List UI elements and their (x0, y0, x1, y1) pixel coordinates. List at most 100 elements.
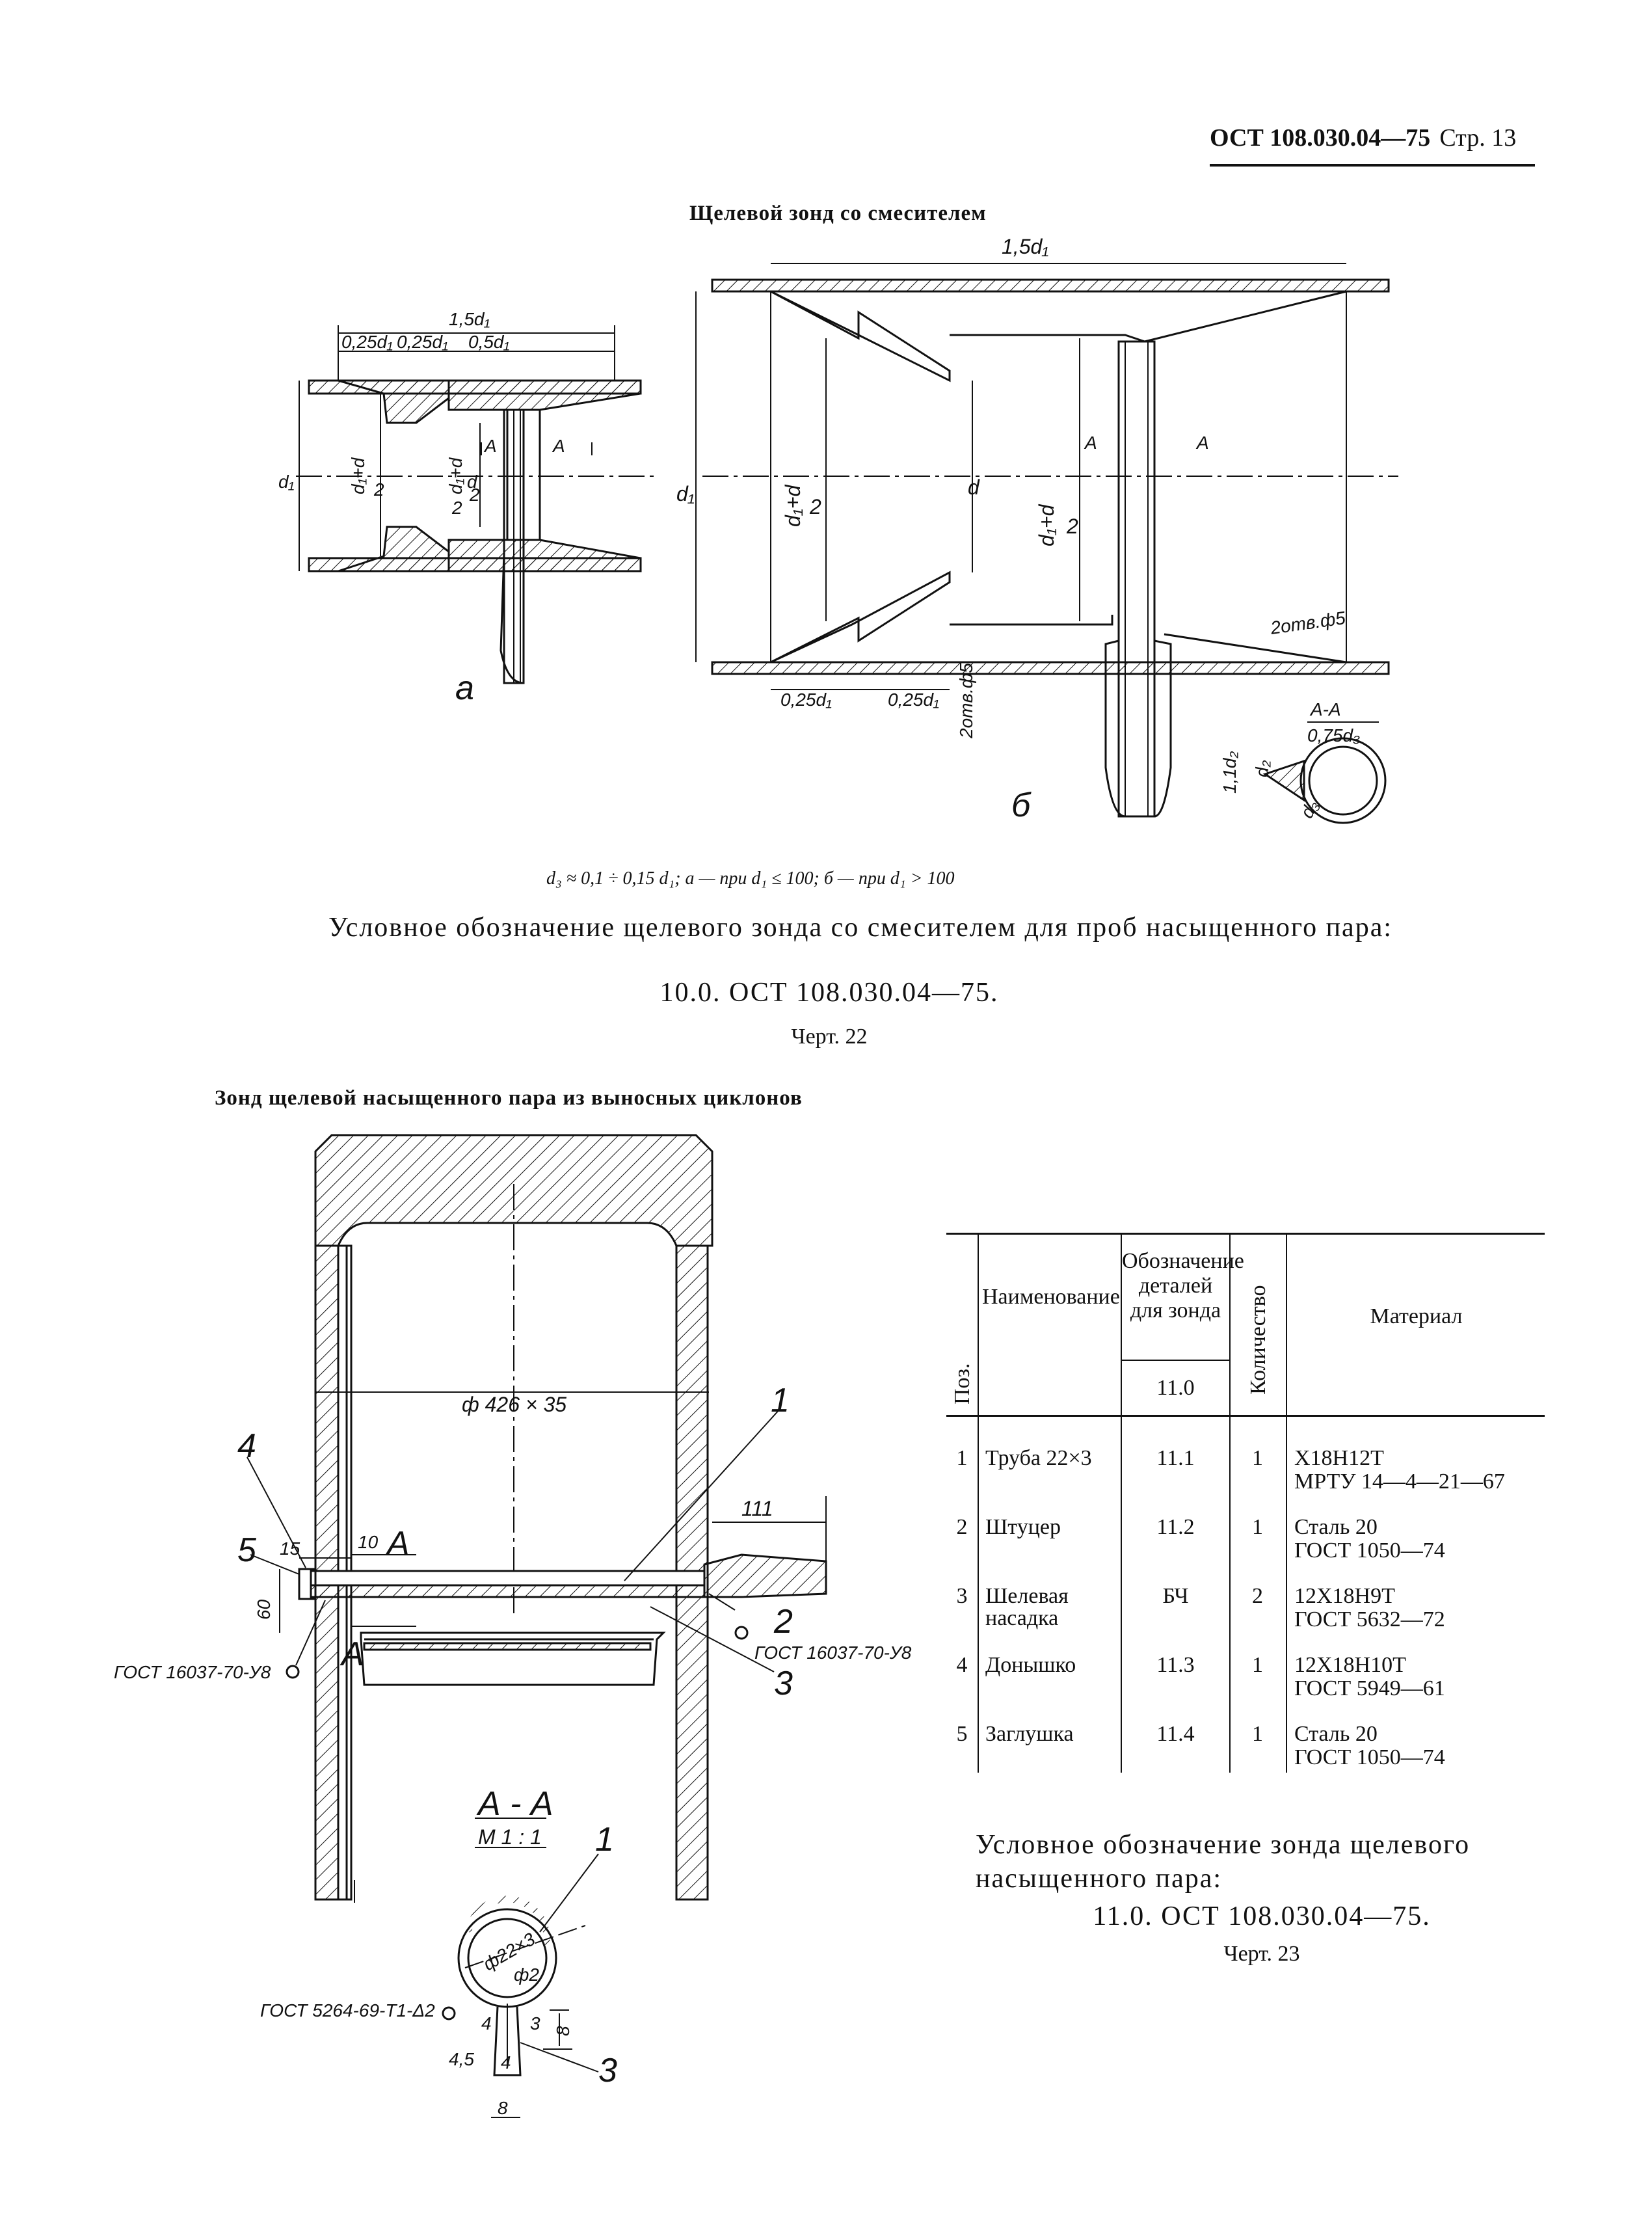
figure23-caption: Черт. 23 (1223, 1942, 1300, 1966)
standard-number: ОСТ 108.030.04—75 (1210, 124, 1431, 152)
cyclone-body (246, 1134, 827, 1903)
section-mark-b2: A (1195, 433, 1209, 453)
section-callout-1: 1 (595, 1821, 614, 1859)
callout-3: 3 (774, 1665, 793, 1702)
section-mark-b1: A (1084, 433, 1097, 453)
dim-b-frac1-den: 2 (809, 495, 821, 518)
section-dim-45: 4,5 (449, 2049, 474, 2069)
figure22-title: Щелевой зонд со смесителем (689, 202, 987, 225)
view-b-label: б (1011, 786, 1032, 824)
row-material: Сталь 20 (1294, 1722, 1378, 1746)
section-dim-4b: 4 (501, 2052, 511, 2073)
dim-b-total: 1,5d₁ (1002, 235, 1048, 258)
figure23-designation-text: Условное обозначение зонда щелевого насы… (976, 1830, 1471, 1894)
section-aa-large-label: А - А (476, 1785, 553, 1823)
section-mark-a1: A (483, 436, 497, 456)
figure22-designation-code: 10.0. ОСТ 108.030.04—75. (659, 978, 999, 1008)
row-designation: БЧ (1162, 1584, 1189, 1608)
section-dim-8b: 8 (498, 2098, 508, 2118)
page-number: Стр. 13 (1439, 124, 1517, 152)
row-qty: 1 (1252, 1446, 1263, 1470)
table-header-designation: Обозначение деталей для зонда (1122, 1249, 1244, 1322)
table-col-divider (1229, 1233, 1231, 1773)
section-callout-3: 3 (598, 2052, 617, 2089)
dim-a-frac1: d₁+d (348, 457, 368, 494)
table-row: 3 Шелевая насадка БЧ 2 12Х18Н9Т ГОСТ 563… (946, 1585, 1545, 1654)
table-col-divider (978, 1233, 979, 1773)
dim-a-d1: d₁ (278, 472, 295, 492)
view-a-dims: 1,5d₁ 0,25d₁ 0,25d₁ 0,5d₁ d₁ d₁+d 2 d 2 … (278, 309, 565, 707)
section-gost: ГОСТ 5264-69-Т1-Δ2 (260, 2000, 435, 2020)
row-material: 12Х18Н10Т (1294, 1653, 1406, 1677)
section-aa-dim2: 1,1d₂ (1219, 751, 1240, 794)
dim-60: 60 (254, 1599, 274, 1620)
table-row: 5 Заглушка 11.4 1 Сталь 20 ГОСТ 1050—74 (946, 1723, 1545, 1792)
dim-a-3: 0,5d₁ (468, 332, 509, 352)
figure22-drawing: 1,5d₁ 0,25d₁ 0,25d₁ 0,5d₁ d₁ d₁+d 2 d 2 … (278, 235, 1398, 824)
dim-a-2: 0,25d₁ (397, 332, 448, 352)
callout-2: 2 (773, 1603, 793, 1641)
row-material-standard: ГОСТ 1050—74 (1294, 1538, 1445, 1563)
section-mark-bottom: A (340, 1635, 364, 1673)
callout-1: 1 (771, 1382, 790, 1419)
dim-b-holes-left: 2отв.ф5 (956, 663, 976, 739)
dim-diameter: ф 426 × 35 (462, 1393, 566, 1416)
figure22-designation-text: Условное обозначение щелевого зонда со с… (328, 913, 1393, 943)
dim-b-frac2: d₁+d (1035, 503, 1058, 546)
table-header-designation-sub: 11.0 (1156, 1376, 1195, 1400)
dim-a-frac2: d₁+d (446, 457, 466, 494)
gost-left: ГОСТ 16037-70-У8 (114, 1662, 271, 1682)
section-aa-large (442, 1818, 599, 2118)
row-designation: 11.1 (1156, 1446, 1195, 1470)
dim-a-1: 0,25d₁ (341, 332, 393, 352)
dim-10: 10 (358, 1532, 379, 1552)
row-material-standard: ГОСТ 1050—74 (1294, 1745, 1445, 1769)
dim-b-025-2: 0,25d₁ (888, 690, 939, 710)
dim-15: 15 (280, 1538, 300, 1559)
page-header: ОСТ 108.030.04—75 Стр. 13 (1210, 124, 1516, 152)
row-designation: 11.3 (1156, 1653, 1195, 1677)
dim-a-frac2-den: 2 (451, 498, 462, 518)
row-pos: 3 (956, 1584, 968, 1608)
row-material-standard: МРТУ 14—4—21—67 (1294, 1470, 1505, 1494)
view-b (695, 263, 1398, 818)
table-header-rule (946, 1415, 1545, 1417)
table-header-name: Наименование (982, 1285, 1120, 1309)
figure22-caption: Черт. 22 (791, 1025, 868, 1049)
section-aa-dim3: d₂ (1252, 760, 1272, 777)
row-name: Заглушка (985, 1722, 1074, 1746)
row-designation: 11.2 (1156, 1515, 1195, 1539)
table-col-divider (1121, 1233, 1122, 1773)
callout-5: 5 (237, 1531, 257, 1569)
view-a-label: а (455, 669, 474, 707)
row-material: 12Х18Н9Т (1294, 1584, 1395, 1608)
view-a (296, 325, 654, 684)
dim-b-frac1: d₁+d (781, 484, 805, 527)
callout-4: 4 (237, 1427, 256, 1465)
section-aa-dim4: d₃ (1296, 796, 1322, 822)
row-material: Х18Н12Т (1294, 1446, 1384, 1470)
dim-b-025-1: 0,25d₁ (780, 690, 832, 710)
figure23-drawing: ф 426 × 35 15 10 111 60 A A 1 2 3 4 5 ГО… (114, 1134, 912, 2118)
table-row: 4 Донышко 11.3 1 12Х18Н10Т ГОСТ 5949—61 (946, 1654, 1545, 1723)
gost-right: ГОСТ 16037-70-У8 (754, 1643, 912, 1663)
row-name: Труба 22×3 (985, 1446, 1092, 1470)
table-sub-rule (1121, 1360, 1229, 1361)
row-qty: 2 (1252, 1584, 1263, 1608)
header-rule (1210, 164, 1535, 167)
figure23-designation-code: 11.0. ОСТ 108.030.04—75. (1093, 1901, 1431, 1931)
row-name: Шелевая насадка (985, 1584, 1069, 1630)
table-row: 2 Штуцер 11.2 1 Сталь 20 ГОСТ 1050—74 (946, 1516, 1545, 1585)
dim-b-holes-right: 2отв.ф5 (1269, 608, 1347, 638)
section-mark-top: A (385, 1525, 410, 1563)
dim-b-d1: d₁ (676, 482, 695, 505)
row-material: Сталь 20 (1294, 1515, 1378, 1539)
dim-a-d-den: 2 (469, 485, 480, 505)
section-mark-a2: A (552, 436, 565, 456)
section-aa-small (1262, 721, 1387, 824)
table-header-qty: Количество (1246, 1285, 1270, 1395)
dim-a-frac1-den: 2 (373, 479, 384, 500)
figure23-title: Зонд щелевой насыщенного пара из выносны… (215, 1086, 803, 1110)
figure22-formula: d₃ ≈ 0,1 ÷ 0,15 d₁; а — при d₁ ≤ 100; б … (546, 868, 955, 889)
table-header-pos: Поз. (950, 1363, 974, 1404)
